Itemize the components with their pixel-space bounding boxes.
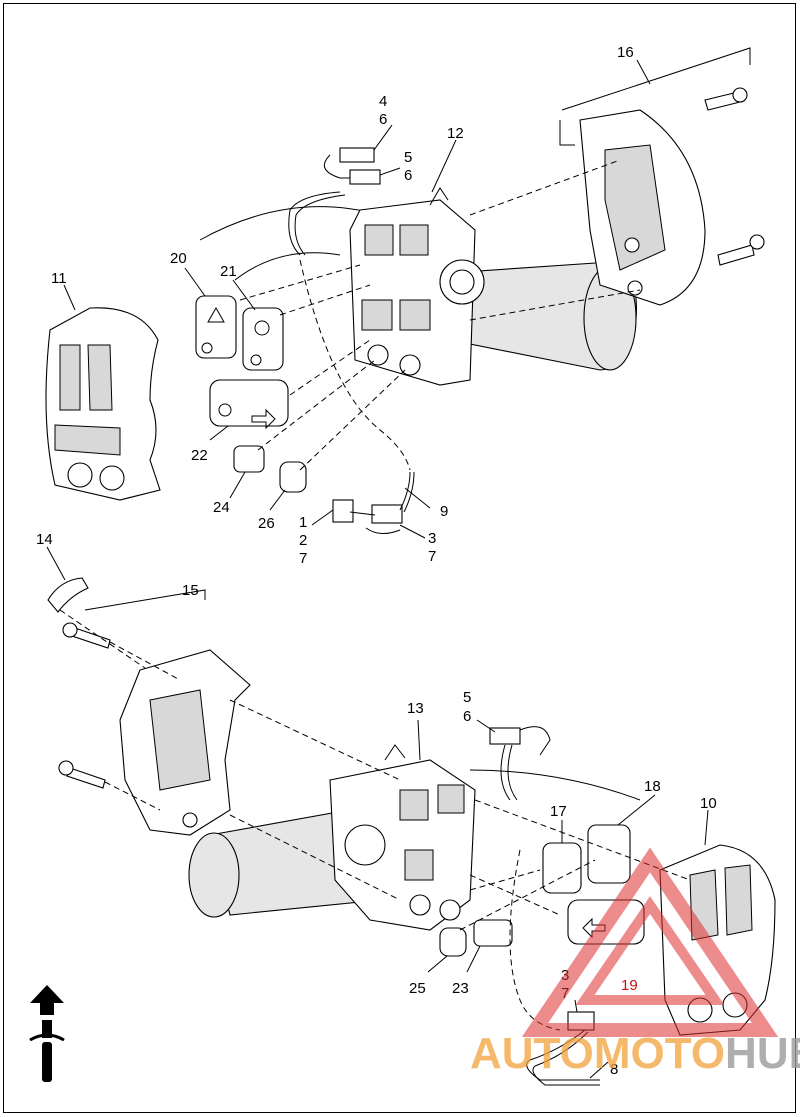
callout-4: 4 — [379, 93, 387, 110]
motorcycle-front-icon — [29, 1020, 65, 1082]
callout-18: 18 — [644, 778, 661, 795]
lower-connector-5-6 — [489, 726, 551, 801]
tool-14 — [47, 577, 89, 613]
callout-leaders — [46, 59, 709, 1079]
button-25 — [439, 927, 467, 957]
button-18 — [587, 824, 631, 884]
callout-14: 14 — [36, 531, 53, 548]
callout-13: 13 — [407, 700, 424, 717]
callout-8: 8 — [610, 1061, 618, 1078]
button-20 — [195, 295, 237, 359]
callout-7b: 7 — [428, 548, 436, 565]
callout-25: 25 — [409, 980, 426, 997]
callout-23: 23 — [452, 980, 469, 997]
watermark-part-hub: HUB — [725, 1029, 800, 1078]
callout-26: 26 — [258, 515, 275, 532]
watermark-part-moto: MOTO — [594, 1029, 725, 1078]
callout-5: 5 — [404, 149, 412, 166]
callout-5b: 5 — [463, 689, 471, 706]
lower-cover-screw-top — [62, 622, 111, 649]
callout-12: 12 — [447, 125, 464, 142]
callout-3: 3 — [428, 530, 436, 547]
callout-2: 2 — [299, 532, 307, 549]
callout-6: 6 — [379, 111, 387, 128]
button-23 — [473, 919, 513, 947]
lower-left-switch-cover — [119, 649, 251, 836]
upper-switch-housing — [349, 187, 485, 386]
lower-right-switch-cover — [659, 844, 776, 1036]
watermark-text: AUTOMOTOHUB — [470, 1029, 800, 1078]
callout-6b: 6 — [404, 167, 412, 184]
callout-24: 24 — [213, 499, 230, 516]
upper-right-switch-cover — [559, 47, 751, 306]
callout-19: 19 — [621, 977, 638, 994]
button-24 — [233, 445, 265, 473]
button-21 — [242, 307, 284, 371]
callout-15: 15 — [182, 582, 199, 599]
upper-cover-screw-bottom — [717, 234, 765, 266]
upper-assembly-lines — [239, 159, 641, 471]
watermark-part-auto: AUTO — [470, 1029, 594, 1078]
callout-21: 21 — [220, 263, 237, 280]
lower-switch-housing — [329, 744, 476, 931]
callout-9: 9 — [440, 503, 448, 520]
callout-20: 20 — [170, 250, 187, 267]
watermark-triangle-logo — [521, 847, 779, 1037]
button-22 — [209, 379, 289, 430]
button-17 — [542, 842, 582, 894]
callout-10: 10 — [700, 795, 717, 812]
callout-6c: 6 — [463, 708, 471, 725]
callout-17: 17 — [550, 803, 567, 820]
direction-arrow-icon — [30, 985, 64, 1015]
lower-cover-screw-bottom — [58, 760, 106, 789]
cover-15-bracket — [84, 589, 206, 611]
upper-cover-screw-top — [704, 87, 748, 111]
callout-7: 7 — [299, 550, 307, 567]
callout-1: 1 — [299, 514, 307, 531]
upper-connector-1-2-3-7-9 — [332, 471, 415, 534]
callout-labels: 16 4 6 12 5 6 20 21 11 22 24 26 9 1 2 7 … — [36, 44, 717, 1078]
callout-11: 11 — [51, 270, 67, 287]
upper-connector-4-5-6 — [288, 147, 381, 256]
callout-16: 16 — [617, 44, 634, 61]
button-26 — [279, 461, 307, 493]
callout-22: 22 — [191, 447, 208, 464]
diagram-frame — [3, 3, 796, 1113]
upper-left-switch-cover — [45, 307, 161, 501]
